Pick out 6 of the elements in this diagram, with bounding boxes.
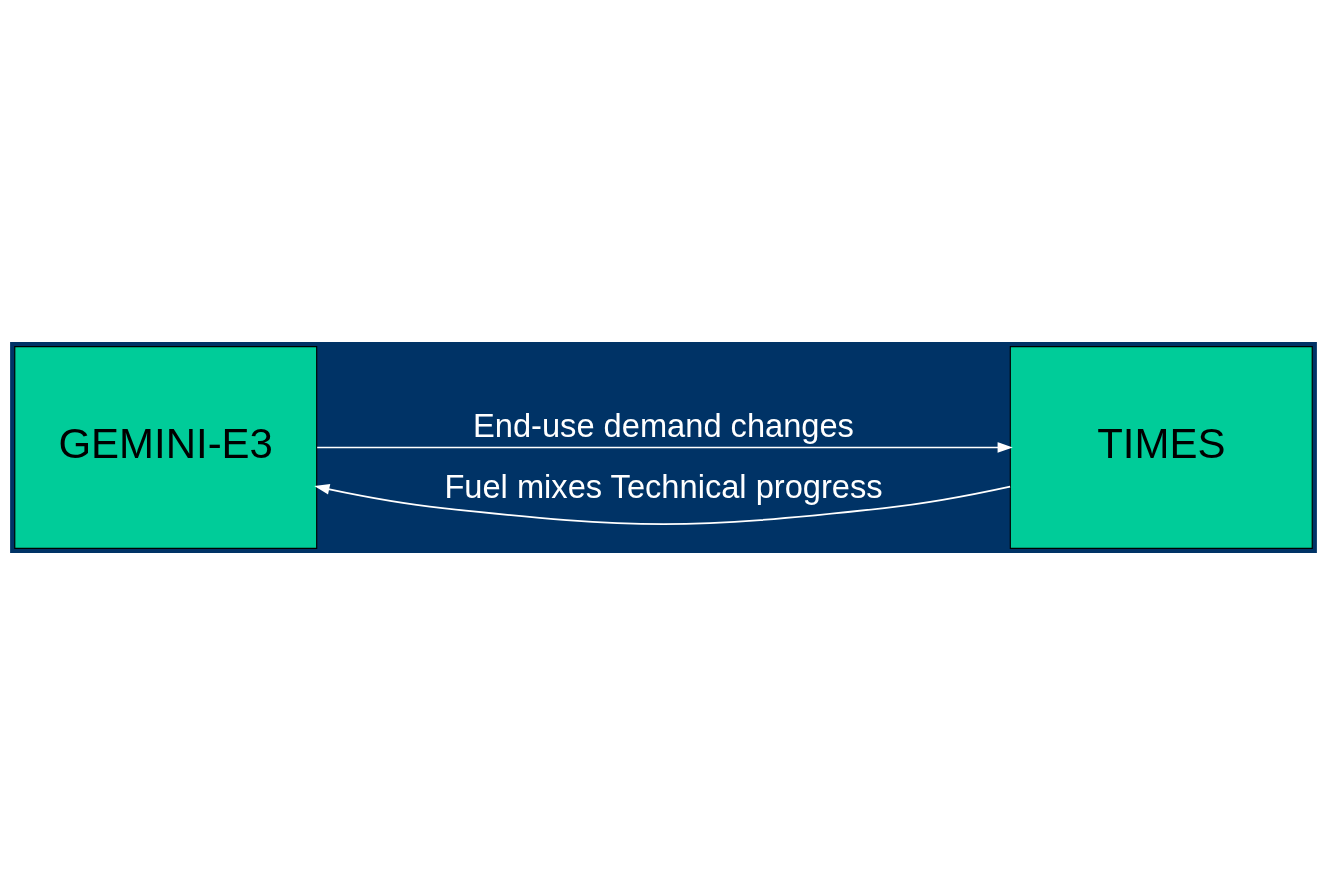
node-box: GEMINI-E3 [14,346,318,549]
node-box: TIMES [1009,346,1313,549]
arrow [314,484,1011,525]
edge-label: End-use demand changes [473,407,854,445]
edge-label: Fuel mixes Technical progress [444,468,883,506]
arrow [316,442,1013,453]
